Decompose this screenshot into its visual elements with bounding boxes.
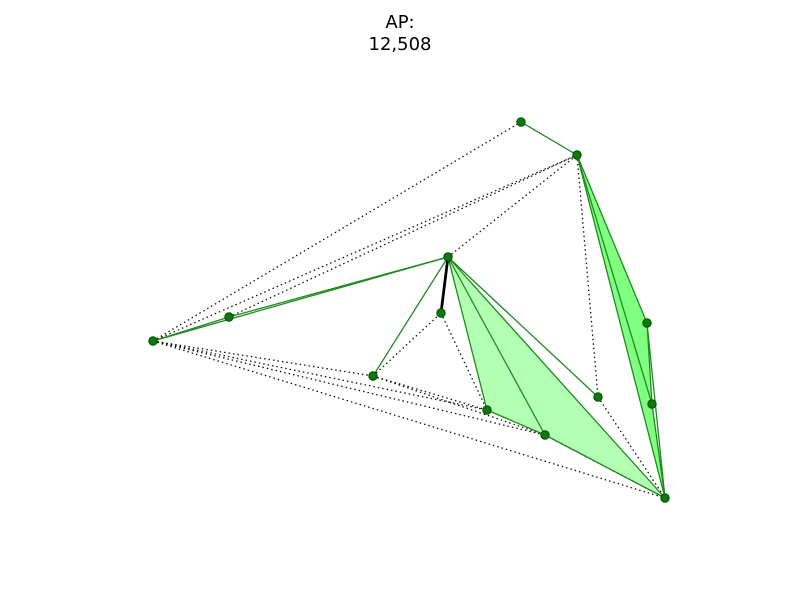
dotted-edge xyxy=(447,154,578,258)
solid-edge xyxy=(152,256,449,342)
graph-node xyxy=(224,312,234,322)
dotted-edge xyxy=(152,121,522,342)
graph-node xyxy=(642,318,652,328)
solid-edge xyxy=(646,322,666,499)
graph-node xyxy=(368,371,378,381)
graph-node xyxy=(540,430,550,440)
solid-edge xyxy=(372,256,449,377)
highlight-edge xyxy=(439,256,450,314)
solid-edge xyxy=(447,256,546,436)
solid-edge xyxy=(576,154,653,405)
dotted-edge xyxy=(372,375,488,411)
solid-edges xyxy=(152,121,666,499)
graph-node xyxy=(482,405,492,415)
title-line-1: AP: xyxy=(385,12,415,33)
solid-edge xyxy=(447,256,599,398)
solid-edge xyxy=(447,256,666,499)
solid-edge xyxy=(576,154,648,324)
graph-node xyxy=(660,493,670,503)
filled-regions xyxy=(448,155,665,498)
solid-edge xyxy=(447,256,488,411)
graph-node xyxy=(647,399,657,409)
graph-node xyxy=(593,392,603,402)
graph-node xyxy=(516,117,526,127)
graph-node xyxy=(148,336,158,346)
graph-node xyxy=(572,150,582,160)
solid-edge xyxy=(486,409,546,436)
solid-edge xyxy=(651,403,666,499)
dotted-edge xyxy=(152,340,666,499)
dotted-edge xyxy=(152,154,578,342)
dotted-edge xyxy=(372,375,546,436)
dotted-edge xyxy=(152,340,488,411)
graph-node xyxy=(436,308,446,318)
solid-edge xyxy=(520,121,578,156)
solid-edge xyxy=(544,434,666,499)
dotted-edge xyxy=(228,154,578,318)
dotted-edge xyxy=(372,312,442,377)
graph-nodes xyxy=(148,117,670,503)
title-block: AP: 12,508 xyxy=(0,12,800,56)
dotted-edge xyxy=(152,340,374,377)
graph-node xyxy=(443,252,453,262)
solid-edge xyxy=(576,154,666,499)
title-line-2: 12,508 xyxy=(368,34,432,55)
